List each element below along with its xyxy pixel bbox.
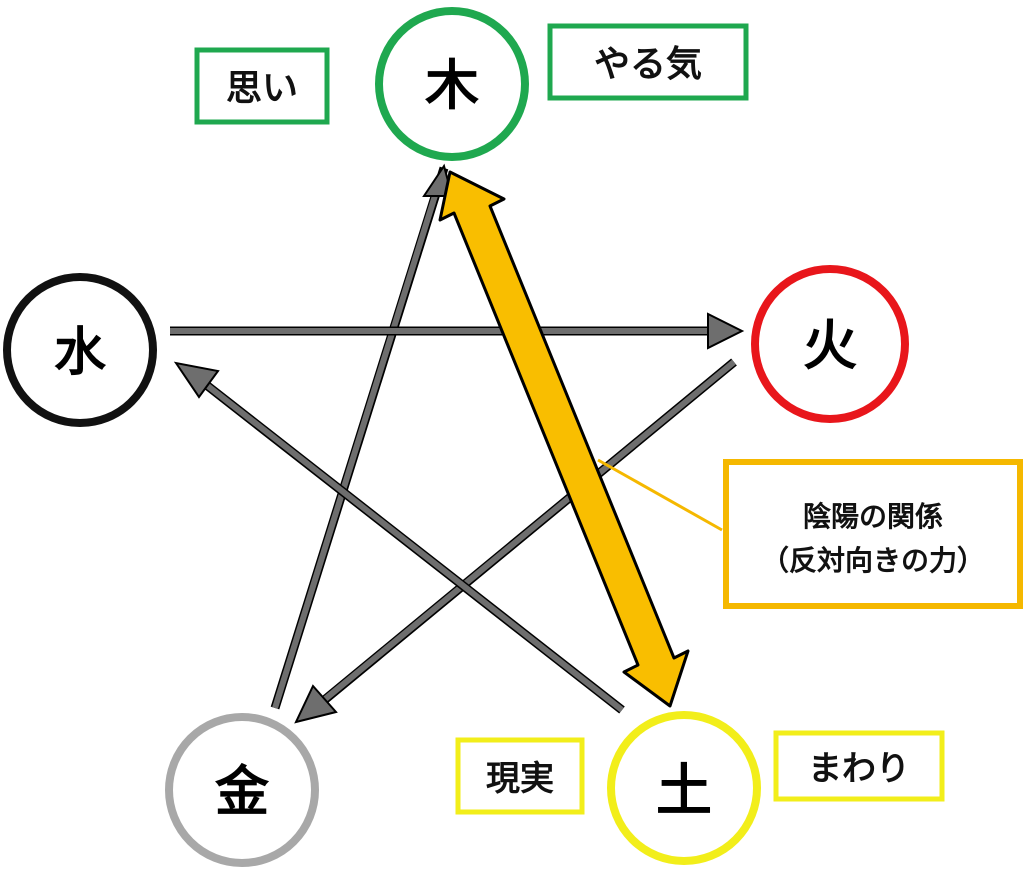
tag-genjitsu: 現実: [455, 737, 585, 815]
node-wood: 木: [375, 7, 529, 161]
node-water: 水: [3, 273, 157, 427]
callout-line1: 陰陽の関係: [803, 500, 943, 533]
node-label-water: 水: [54, 323, 107, 383]
arrow-head-metal: [294, 684, 338, 724]
yinyang-double-arrow: [438, 170, 690, 708]
tag-omoi: 思い: [194, 47, 330, 125]
node-fire: 火: [751, 265, 909, 423]
node-earth: 土: [607, 711, 761, 865]
callout-line2: （反対向きの力）: [761, 544, 985, 577]
arrow-head-water: [173, 361, 220, 399]
node-metal: 金: [165, 713, 319, 867]
tag-mawari: まわり: [773, 730, 945, 802]
node-label-fire: 火: [803, 314, 857, 377]
yinyang-arrow-shape: [438, 170, 690, 708]
arrow-head-fire: [707, 312, 745, 350]
tag-genjitsu-text: 現実: [486, 759, 554, 799]
callout-yinyang: 陰陽の関係 （反対向きの力）: [723, 459, 1023, 609]
cycle-arrows: [170, 163, 745, 724]
tag-yaruki: やる気: [547, 23, 749, 101]
tag-yaruki-text: やる気: [594, 44, 702, 85]
callout-leader-line: [597, 458, 723, 532]
node-label-wood: 木: [425, 54, 479, 117]
tag-mawari-text: まわり: [808, 749, 910, 789]
node-label-metal: 金: [214, 760, 270, 823]
node-label-earth: 土: [656, 759, 712, 824]
tag-omoi-text: 思い: [226, 68, 298, 109]
